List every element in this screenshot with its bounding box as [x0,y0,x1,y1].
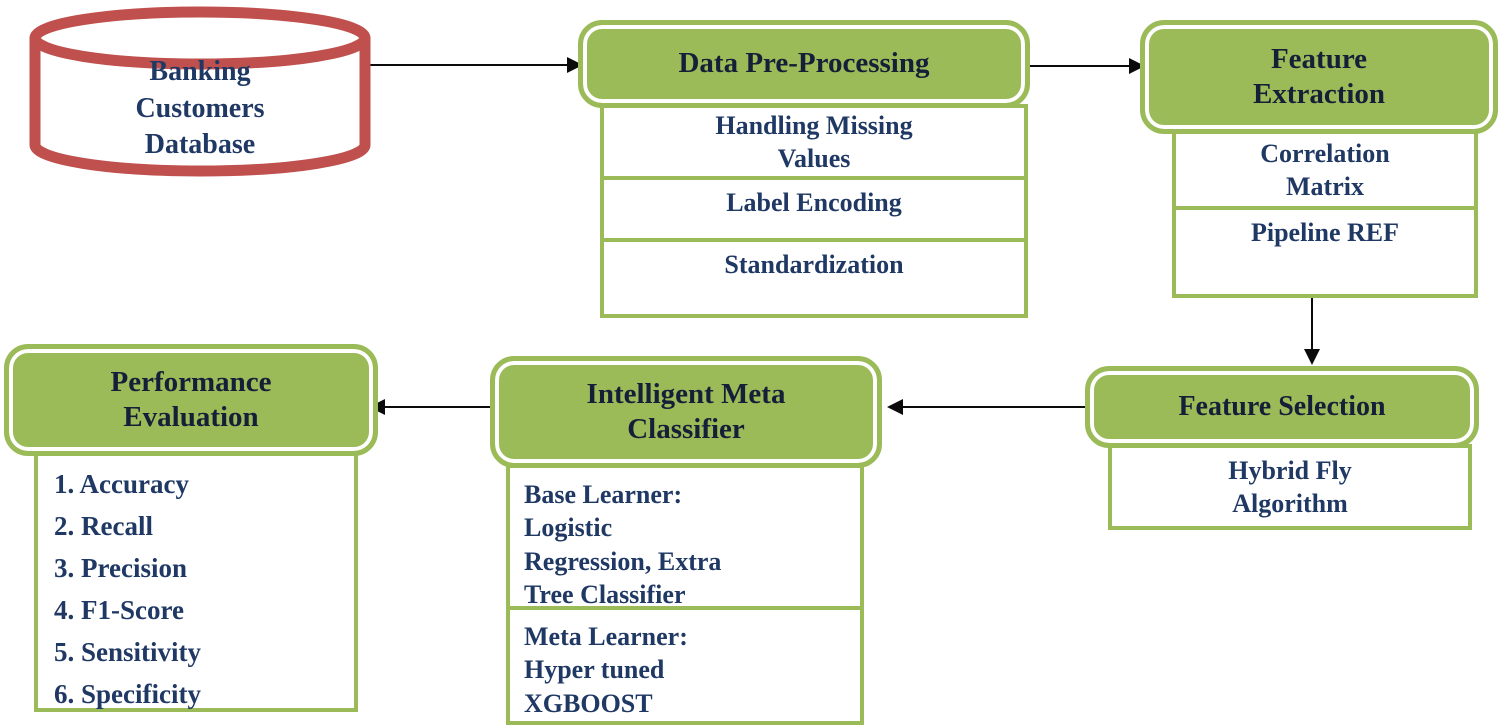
step-meta-learner: Meta Learner: Hyper tuned XGBOOST [506,606,864,725]
step-standardization: Standardization [600,238,1028,318]
node-intelligent-meta-classifier: Intelligent Meta Classifier [490,356,882,468]
database-label: Banking Customers Database [135,56,265,161]
arrow-extraction-to-selection [1304,298,1320,365]
step-label-encoding: Label Encoding [600,176,1028,242]
node-data-preprocessing: Data Pre-Processing [578,20,1030,108]
step-handling-missing-values: Handling Missing Values [600,104,1028,180]
node-performance-evaluation: Performance Evaluation [4,344,378,456]
node-feature-extraction: Feature Extraction [1140,20,1498,134]
metric-recall: 2. Recall [54,511,153,541]
step-pipeline-ref: Pipeline REF [1172,206,1478,298]
arrow-database-to-preprocessing [368,57,583,73]
database-cylinder [29,6,371,177]
arrow-meta-to-performance [369,399,492,415]
metric-accuracy: 1. Accuracy [54,469,189,499]
step-correlation-matrix: Correlation Matrix [1172,130,1478,210]
metric-specificity: 6. Specificity [54,679,201,709]
arrowhead-down-icon [1304,349,1320,365]
metric-f1-score: 4. F1-Score [54,595,184,625]
metric-sensitivity: 5. Sensitivity [54,637,202,667]
performance-metric-list: 1. Accuracy 2. Recall 3. Precision 4. F1… [34,452,358,712]
metric-precision: 3. Precision [54,553,187,583]
arrowhead-left-icon [887,399,903,415]
node-feature-selection: Feature Selection [1085,366,1479,448]
arrow-selection-to-meta [887,399,1085,415]
arrow-preprocessing-to-extraction [1030,58,1145,74]
step-hybrid-fly-algorithm: Hybrid Fly Algorithm [1108,444,1472,530]
step-base-learner: Base Learner: Logistic Regression, Extra… [506,464,864,610]
